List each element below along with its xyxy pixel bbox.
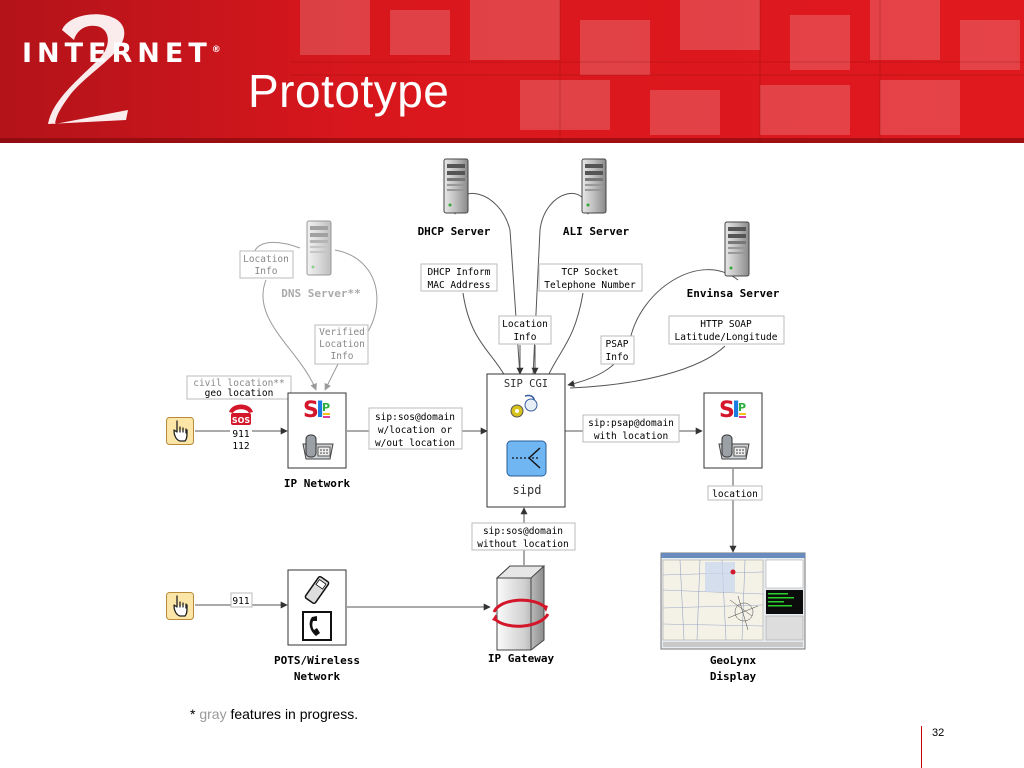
svg-text:Info: Info xyxy=(606,352,629,363)
sos-phone-icon: SOS xyxy=(229,404,253,425)
logo-two-swoosh xyxy=(48,14,128,125)
dns-server: DNS Server** xyxy=(272,220,370,301)
dhcp-inform-label: DHCP Inform MAC Address xyxy=(420,263,498,292)
svg-text:location: location xyxy=(712,489,758,500)
verified-location-label: Verified Location Info xyxy=(314,324,369,365)
svg-text:Info: Info xyxy=(255,266,278,277)
civil-geo-location-label: civil location** geo location xyxy=(186,375,292,400)
svg-text:w/location or: w/location or xyxy=(378,425,453,436)
ip-network-label: IP Network xyxy=(284,477,351,490)
svg-text:Telephone Number: Telephone Number xyxy=(544,280,636,291)
svg-text:911: 911 xyxy=(232,596,249,607)
svg-text:MAC Address: MAC Address xyxy=(428,280,491,291)
svg-text:w/out location: w/out location xyxy=(375,438,455,449)
server-icon xyxy=(724,221,750,277)
svg-text:geo location: geo location xyxy=(205,388,274,399)
envinsa-server: Envinsa Server xyxy=(676,221,790,301)
sip-sos-without-location-label: sip:sos@domain without location xyxy=(471,522,576,551)
logo-registered-mark: ® xyxy=(211,45,221,55)
svg-text:Info: Info xyxy=(331,351,354,362)
server-icon xyxy=(443,158,469,214)
http-soap-label: HTTP SOAP Latitude/Longitude xyxy=(668,315,785,345)
internet2-logo: INTERNET® xyxy=(22,40,221,67)
footnote: * gray features in progress. xyxy=(190,706,358,722)
svg-text:PSAP: PSAP xyxy=(606,339,629,350)
location-label: location xyxy=(707,485,763,501)
svg-text:sip:psap@domain: sip:psap@domain xyxy=(588,418,674,429)
mobile-phone-icon xyxy=(304,575,330,605)
hand-pointer-icon xyxy=(166,592,194,620)
ali-server-label: ALI Server xyxy=(563,225,630,238)
pots-911-label: 911 xyxy=(230,592,253,608)
sip-cgi-node: SIP CGI sipd xyxy=(486,373,566,508)
dns-server-label: DNS Server** xyxy=(281,287,360,300)
pots-network-label-line2: Network xyxy=(294,670,341,683)
sip-psap-label: sip:psap@domain with location xyxy=(582,414,680,443)
svg-text:sip:sos@domain: sip:sos@domain xyxy=(483,526,563,537)
svg-text:Location: Location xyxy=(319,339,365,350)
slide-title: Prototype xyxy=(248,65,450,117)
svg-text:SOS: SOS xyxy=(232,416,251,425)
ip-gateway-label: IP Gateway xyxy=(488,652,555,665)
svg-text:DHCP Inform: DHCP Inform xyxy=(428,267,491,278)
hand-pointer-icon xyxy=(166,417,194,445)
svg-text:with location: with location xyxy=(594,431,668,442)
gateway-icon xyxy=(492,565,550,651)
location-info-gray-label: Location Info xyxy=(239,250,294,279)
location-info-label: Location Info xyxy=(498,315,552,345)
footnote-star: * xyxy=(190,706,196,722)
envinsa-server-label: Envinsa Server xyxy=(687,287,780,300)
geolynx-label-line2: Display xyxy=(710,670,757,683)
svg-text:without location: without location xyxy=(477,539,569,550)
psap-node xyxy=(703,392,763,469)
ip-gateway-node: IP Gateway xyxy=(488,565,555,665)
page-divider xyxy=(921,726,922,768)
ip-network-node: IP Network xyxy=(284,392,351,490)
logo-wordmark: INTERNET xyxy=(22,38,212,69)
server-icon xyxy=(581,158,607,214)
psap-info-label: PSAP Info xyxy=(600,335,635,365)
svg-text:Info: Info xyxy=(514,332,537,343)
svg-text:Verified: Verified xyxy=(319,327,365,338)
gear-icon xyxy=(510,394,538,418)
footnote-gray-word: gray xyxy=(199,706,227,722)
map-display-icon xyxy=(660,552,806,650)
svg-text:Location: Location xyxy=(243,254,289,265)
handset-icon xyxy=(302,611,332,641)
svg-text:TCP Socket: TCP Socket xyxy=(561,267,618,278)
sip-cgi-label: SIP CGI xyxy=(504,378,548,390)
emergency-numbers: 911 112 xyxy=(230,428,252,453)
svg-text:sip:sos@domain: sip:sos@domain xyxy=(375,412,455,423)
svg-text:Location: Location xyxy=(502,319,548,330)
sip-sos-with-location-label: sip:sos@domain w/location or w/out locat… xyxy=(368,407,463,450)
arrow-icon xyxy=(506,440,547,477)
dhcp-server: DHCP Server xyxy=(409,158,499,239)
server-icon xyxy=(306,220,332,276)
dhcp-server-label: DHCP Server xyxy=(418,225,491,238)
geolynx-node: GeoLynx Display xyxy=(660,552,806,683)
tcp-socket-label: TCP Socket Telephone Number xyxy=(538,263,643,292)
svg-text:112: 112 xyxy=(232,441,249,452)
header-background xyxy=(0,0,1024,143)
geolynx-label-line1: GeoLynx xyxy=(710,654,757,667)
pots-wireless-node: POTS/Wireless Network xyxy=(274,569,360,683)
ali-server: ALI Server xyxy=(554,158,638,239)
footnote-text: features in progress. xyxy=(230,706,359,722)
sipd-label: sipd xyxy=(513,483,542,497)
header-banner: INTERNET® Prototype xyxy=(0,0,1024,143)
pots-network-label-line1: POTS/Wireless xyxy=(274,654,360,667)
page-number: 32 xyxy=(932,727,945,739)
svg-text:Latitude/Longitude: Latitude/Longitude xyxy=(675,332,778,343)
svg-text:HTTP SOAP: HTTP SOAP xyxy=(700,319,752,330)
svg-text:911: 911 xyxy=(232,429,249,440)
svg-text:civil location**: civil location** xyxy=(193,378,285,389)
